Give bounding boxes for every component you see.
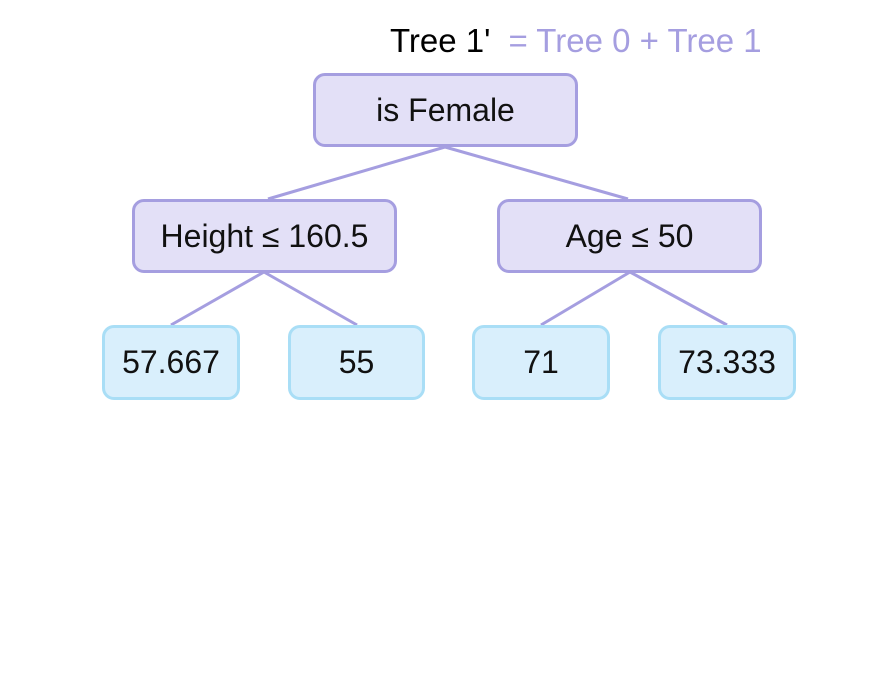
tree-formula: = Tree 0 + Tree 1	[508, 22, 762, 59]
edge-left-leaf1	[170, 270, 265, 327]
leaf-value: 57.667	[122, 344, 220, 380]
root-node-label: is Female	[376, 91, 515, 128]
leaf-node: 57.667	[102, 325, 240, 400]
leaf-node: 55	[288, 325, 425, 400]
right-split-node: Age ≤ 50	[497, 199, 762, 273]
edge-right-leaf4	[629, 270, 728, 327]
leaf-value: 73.333	[678, 344, 776, 380]
leaf-value: 55	[338, 344, 375, 380]
diagram-title: Tree 1' = Tree 0 + Tree 1	[390, 22, 762, 60]
left-split-label: Height ≤ 160.5	[160, 217, 369, 254]
left-split-node: Height ≤ 160.5	[132, 199, 397, 273]
leaf-node: 71	[472, 325, 610, 400]
edge-right-leaf3	[540, 270, 631, 327]
edge-root-right	[444, 145, 629, 201]
tree-name: Tree 1'	[390, 22, 491, 59]
edge-left-leaf2	[263, 270, 358, 327]
leaf-node: 73.333	[658, 325, 796, 400]
leaf-value: 71	[523, 344, 559, 380]
root-node: is Female	[313, 73, 578, 147]
right-split-label: Age ≤ 50	[565, 217, 694, 254]
edge-root-left	[267, 145, 446, 201]
